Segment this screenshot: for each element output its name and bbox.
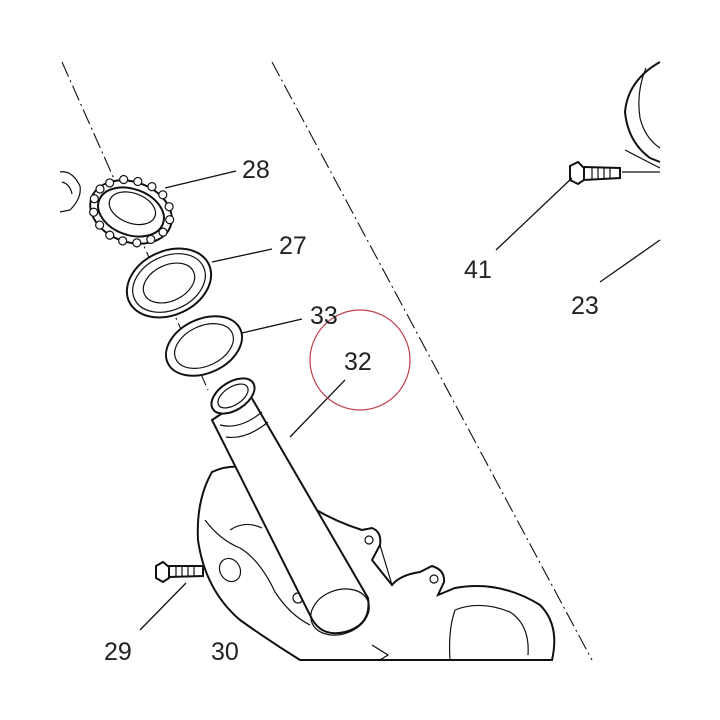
highlight-circle [309,309,411,411]
callout-29: 29 [104,638,132,666]
callout-23: 23 [571,292,599,320]
fork-axis-centerline [271,61,593,661]
part-41-bolt [569,160,621,186]
leader-33 [241,318,303,334]
callout-28: 28 [242,156,270,184]
leader-32 [289,379,346,438]
callout-41: 41 [464,256,492,284]
part-23-component-edge [622,61,661,173]
part-27-race-washer [125,247,213,319]
part-28-roller-bearing [89,174,175,248]
part-32-steering-stem [210,377,370,636]
leader-23 [599,239,661,283]
leader-27 [211,248,273,263]
part-29-bolt [155,560,204,584]
callout-32: 32 [344,348,372,376]
part-33-seal-ring [164,315,244,377]
leader-41 [495,177,573,251]
callout-27: 27 [279,232,307,260]
callout-33: 33 [310,302,338,330]
leader-29 [139,582,187,631]
partial-fragment-left [59,171,81,213]
leader-28 [164,170,237,189]
callout-30: 30 [211,638,239,666]
